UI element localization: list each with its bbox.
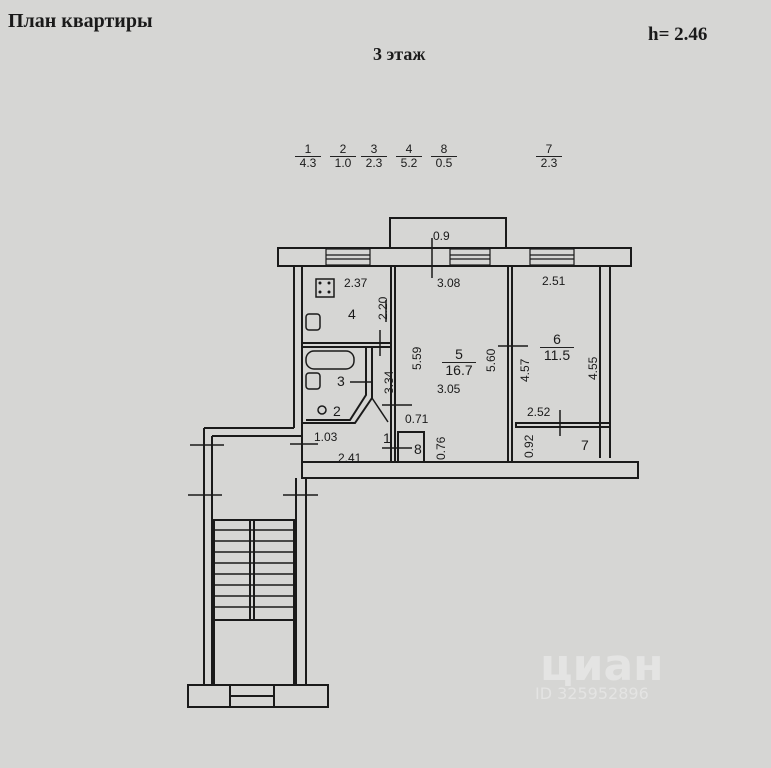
room5-width-dim: 3.05	[437, 382, 461, 396]
room6-right-dim: 4.55	[586, 356, 600, 380]
room-2-label: 2	[333, 403, 341, 419]
plan-title: План квартиры	[8, 10, 153, 32]
room-3-label: 3	[337, 373, 345, 389]
room-8-label: 8	[414, 441, 422, 457]
balcony-width: 0.9	[433, 229, 450, 243]
entry-width-dim: 1.03	[314, 430, 338, 444]
room-4-label: 4	[348, 306, 356, 322]
room-7-label: 7	[581, 437, 589, 453]
bath-depth-dim: 3.34	[382, 370, 396, 394]
room5-left-dim: 5.59	[410, 346, 424, 370]
room5-right-dim: 5.60	[484, 348, 498, 372]
ceiling-height: h= 2.46	[648, 24, 708, 45]
hall-gap-dim: 0.71	[405, 412, 429, 426]
room-1-label: 1	[383, 430, 391, 446]
kitchen-width: 2.37	[344, 276, 368, 290]
floor-label: 3 этаж	[373, 44, 426, 64]
hall-width-dim: 2.41	[338, 451, 362, 465]
room6-bottom-dim: 2.52	[527, 405, 551, 419]
kitchen-depth: 2.20	[376, 296, 390, 320]
room6-left-dim: 4.57	[518, 358, 532, 382]
room6-top-dim: 2.51	[542, 274, 566, 288]
closet8-depth-dim: 0.76	[434, 436, 448, 460]
room5-top-dim: 3.08	[437, 276, 461, 290]
cian-watermark: циан	[540, 640, 664, 691]
closet7-depth-dim: 0.92	[522, 434, 536, 458]
watermark-id: ID 325952896	[535, 684, 649, 703]
